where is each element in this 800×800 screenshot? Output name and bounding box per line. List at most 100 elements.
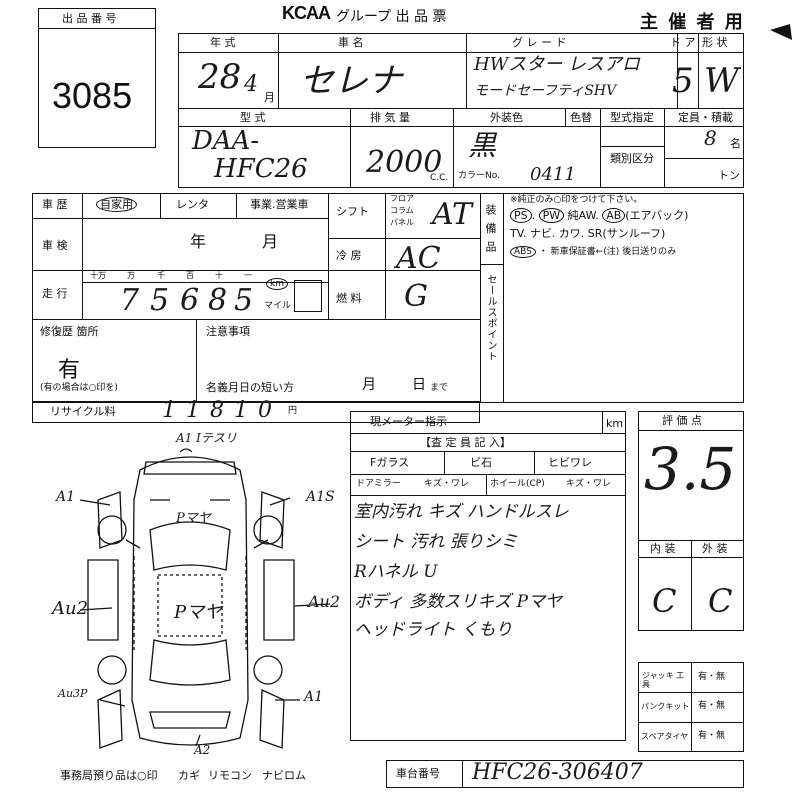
mileage-digit-100: 6 bbox=[180, 283, 200, 318]
chassis-block bbox=[386, 760, 744, 788]
lot-number: 3085 bbox=[52, 75, 133, 116]
inspector-note-2: シート 汚れ 張りシミ bbox=[354, 532, 518, 552]
recycle-row bbox=[32, 401, 480, 423]
footer-item-navi: ナビロム bbox=[262, 769, 306, 782]
lot-number-box bbox=[38, 8, 156, 148]
equipment-label: 装 備 品 bbox=[484, 204, 497, 254]
persons-unit: 名 bbox=[730, 137, 741, 150]
month-value: 4 bbox=[244, 72, 258, 97]
inspector-note-4: ボディ 多数スリキズ Pマヤ bbox=[354, 592, 563, 612]
door-mirror-damage: キズ・ワレ bbox=[424, 479, 470, 489]
digit-label-1k: 千 bbox=[157, 271, 165, 280]
shift-label: シフト bbox=[336, 205, 369, 218]
equip-ab-desc: (エアバック) bbox=[625, 209, 689, 222]
sales-point-label: セールスポイント bbox=[485, 274, 496, 362]
equipment-line-3: ABS ・ 新車保証書←(注) 後日送りのみ bbox=[510, 246, 677, 258]
wheel-damage: キズ・ワレ bbox=[566, 479, 612, 489]
equip-ab: AB bbox=[602, 208, 626, 223]
equip-aw: 純AW bbox=[567, 209, 596, 222]
footer-office-note: 事務局預り品は○印 bbox=[60, 769, 158, 782]
digit-label-10k: 万 bbox=[127, 271, 135, 280]
chip-label: ビ石 bbox=[470, 456, 492, 469]
inspection-year: 年 bbox=[190, 232, 207, 251]
crack-label: ヒビワレ bbox=[548, 456, 592, 469]
inspector-title: 【査 定 員 記 入】 bbox=[420, 436, 511, 449]
interior-label: 内 装 bbox=[650, 542, 676, 555]
shift-opt-column: コラム bbox=[390, 206, 414, 215]
lot-number-label: 出 品 番 号 bbox=[62, 12, 117, 25]
inspection-label: 車 検 bbox=[42, 239, 68, 252]
doors-value: 5 bbox=[672, 61, 694, 101]
chassis-label: 車台番号 bbox=[396, 767, 440, 780]
notes-month: 月 bbox=[362, 377, 376, 393]
tools-jack-label: ジャッキ 工 具 bbox=[642, 671, 685, 689]
doors-label: ド ア bbox=[670, 36, 696, 49]
grade-label: グ レ ー ド bbox=[512, 36, 567, 49]
month-unit: 月 bbox=[264, 91, 275, 104]
footer-item-key: カギ bbox=[178, 769, 200, 782]
digit-label-10: 十 bbox=[215, 271, 223, 280]
shift-opt-floor: フロア bbox=[390, 194, 414, 203]
recycle-yen: 円 bbox=[288, 406, 298, 416]
car-name-label: 車 名 bbox=[338, 36, 364, 49]
interior-value: C bbox=[652, 582, 677, 620]
footer-item-remote: リモコン bbox=[208, 769, 252, 782]
meter-unit: km bbox=[606, 417, 624, 430]
form-title: グループ 出 品 票 bbox=[336, 9, 447, 25]
inspector-note-5: ヘッドライト くもり bbox=[354, 620, 513, 640]
fglass-label: Fガラス bbox=[370, 456, 410, 469]
color-no-label: カラーNo. bbox=[458, 171, 500, 181]
mileage-digit-1: 5 bbox=[234, 283, 254, 318]
shift-opt-panel: パネル bbox=[390, 218, 414, 227]
repair-note: (有の場合は○印を) bbox=[40, 383, 118, 393]
tools-puncture-label: パンクキット bbox=[641, 702, 690, 711]
displacement-value: 2000 bbox=[366, 145, 443, 180]
color-no-value: 0411 bbox=[530, 164, 576, 185]
repair-value: 有 bbox=[58, 358, 81, 383]
history-block bbox=[32, 193, 744, 403]
equipment-line-2: TV. ナビ. カワ. SR(サンルーフ) bbox=[510, 227, 666, 240]
grade-value-1: HWスター レスアロ bbox=[474, 54, 640, 75]
mile-unit: マイル bbox=[264, 301, 292, 311]
fuel-label: 燃 料 bbox=[336, 292, 362, 305]
damage-mark-hood: Pマヤ bbox=[176, 511, 211, 526]
meter-label: 現メーター指示 bbox=[370, 415, 447, 428]
equipment-note: ※純正のみ○印をつけて下さい。 bbox=[510, 195, 643, 205]
notes-label: 注意事項 bbox=[206, 325, 250, 338]
inspector-note-3: Rハネル U bbox=[354, 562, 438, 582]
capacity-value: 8 bbox=[704, 126, 717, 150]
equip-ps: PS bbox=[510, 208, 532, 223]
damage-mark-front-left: A1 bbox=[56, 489, 76, 505]
tons-unit: トン bbox=[718, 169, 740, 182]
tools-jack-value: 有・無 bbox=[698, 672, 726, 682]
ac-value: AC bbox=[396, 241, 441, 276]
digit-label-100: 百 bbox=[186, 271, 194, 280]
repair-label: 修復歴 箇所 bbox=[40, 325, 99, 338]
km-unit: km bbox=[266, 278, 288, 290]
grade-value-2: モードセーフティSHV bbox=[474, 83, 617, 99]
history-option-commercial: 事業.営業車 bbox=[250, 198, 309, 211]
vehicle-row-2 bbox=[178, 108, 744, 188]
mileage-digit-10: 8 bbox=[208, 283, 228, 318]
score-value: 3.5 bbox=[644, 435, 737, 503]
digit-label-1: 一 bbox=[244, 271, 252, 280]
exterior-label: 外 装 bbox=[702, 542, 728, 555]
history-option-rental: レンタ bbox=[176, 198, 209, 211]
damage-mark-rear: A2 bbox=[194, 743, 211, 757]
inspection-month: 月 bbox=[262, 232, 279, 251]
damage-mark-rear-right: A1 bbox=[304, 689, 324, 705]
model-label: 型 式 bbox=[240, 111, 266, 124]
equip-warranty: 新車保証書←(注) 後日送りのみ bbox=[550, 247, 677, 257]
equip-abs: ABS bbox=[510, 246, 536, 258]
notes-day: 日 bbox=[412, 377, 426, 393]
damage-mark-roof: Pマヤ bbox=[174, 602, 223, 623]
digit-label-100k: 十万 bbox=[90, 271, 106, 280]
damage-mark-top: A1 Iテスリ bbox=[176, 431, 237, 445]
equip-pw: PW bbox=[538, 208, 565, 223]
year-label: 年 式 bbox=[210, 36, 236, 49]
damage-mark-right-side: Au2 bbox=[308, 592, 341, 611]
brand-logo: KCAA bbox=[282, 3, 331, 23]
capacity-label: 定員・積載 bbox=[678, 111, 733, 124]
mileage-digit-10k: 7 bbox=[120, 283, 140, 318]
mileage-check-box bbox=[294, 280, 322, 312]
